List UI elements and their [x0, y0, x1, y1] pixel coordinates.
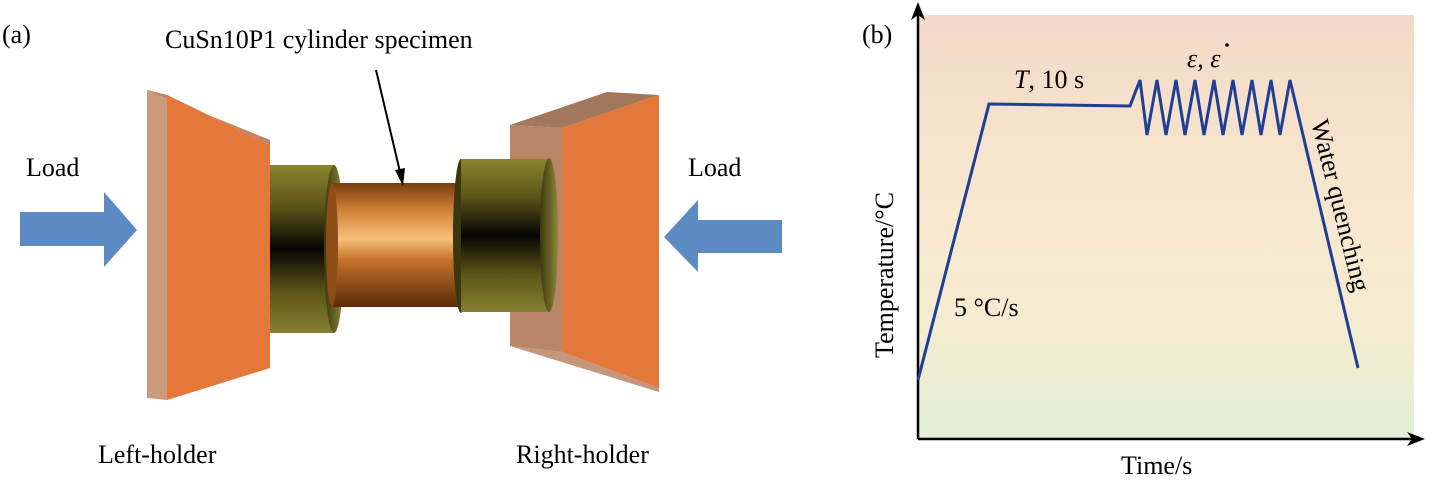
cusn10p1-specimen: [330, 183, 464, 307]
x-axis-arrowhead: [1407, 432, 1425, 446]
y-axis-arrowhead: [911, 2, 925, 20]
right-load-arrow: [664, 200, 782, 272]
panel-b: (b) T, 10 s ε, ε 5 °C/s Water quenching …: [862, 2, 1425, 480]
strain-label: ε, ε: [1187, 44, 1221, 73]
process-curve: [916, 79, 1360, 381]
y-axis-label: Temperature/°C: [870, 192, 899, 358]
left-load-arrow: [20, 192, 137, 267]
axes: [911, 2, 1425, 446]
panel-b-label: (b): [862, 20, 892, 49]
heating-rate-label: 5 °C/s: [954, 293, 1019, 322]
right-holder-label: Right-holder: [516, 440, 649, 469]
right-grip: [461, 159, 549, 312]
panel-a: (a) Load Load: [2, 20, 782, 469]
specimen-label: CuSn10P1 cylinder specimen: [165, 25, 473, 54]
left-load-label: Load: [26, 153, 79, 182]
specimen-pointer-arrow: [375, 69, 405, 186]
x-axis-label: Time/s: [1121, 451, 1192, 480]
left-holder-label: Left-holder: [98, 440, 217, 469]
specimen-assembly: [270, 158, 558, 333]
right-load-label: Load: [688, 153, 741, 182]
left-holder: [147, 90, 270, 400]
panel-a-label: (a): [2, 20, 31, 49]
plot-background: [918, 15, 1414, 439]
hold-label: T, 10 s: [1014, 65, 1084, 94]
strain-rate-dot: [1225, 43, 1229, 47]
left-grip: [270, 165, 334, 333]
